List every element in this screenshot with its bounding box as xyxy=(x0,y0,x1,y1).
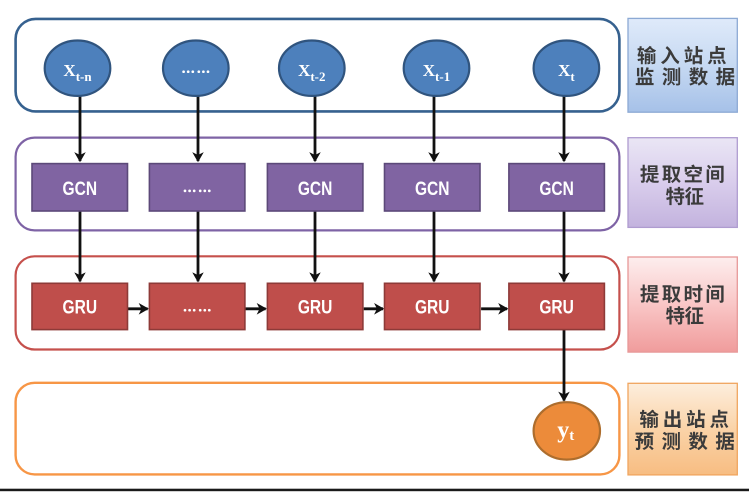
svg-text:GCN: GCN xyxy=(539,178,574,200)
svg-text:GCN: GCN xyxy=(415,178,450,200)
svg-text:GRU: GRU xyxy=(63,297,98,319)
svg-text:GCN: GCN xyxy=(298,178,333,200)
svg-text:GCN: GCN xyxy=(63,178,98,200)
svg-text:GRU: GRU xyxy=(298,297,333,319)
svg-text:GRU: GRU xyxy=(539,297,574,319)
svg-text:GRU: GRU xyxy=(415,297,450,319)
